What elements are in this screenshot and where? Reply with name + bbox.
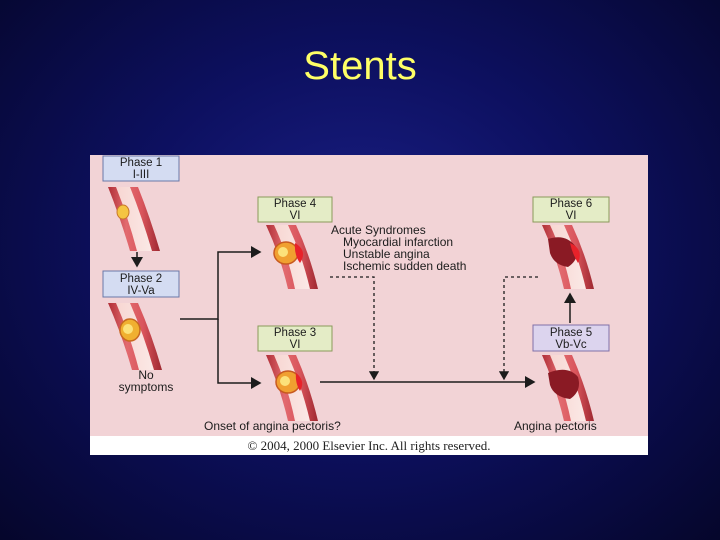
phase-5-name: Phase 5 [550,327,592,339]
copyright-notice: © 2004, 2000 Elsevier Inc. All rights re… [90,436,648,455]
vessel-phase-2 [108,303,162,370]
phase-2-code: IV-Va [127,285,155,297]
no-symptoms-label-line2: symptoms [119,380,174,394]
phase-5-box: Phase 5 Vb-Vc [533,325,609,351]
phase-1-box: Phase 1 I-III [103,156,179,181]
vessel-phase-1 [108,187,160,251]
phase-6-name: Phase 6 [550,198,592,210]
phase-3-box: Phase 3 VI [258,326,332,351]
phase-6-code: VI [566,210,577,222]
vessel-phase-4 [266,225,318,289]
phase-2-name: Phase 2 [120,273,162,285]
acute-item-3: Ischemic sudden death [343,259,466,273]
vessel-phase-6 [542,225,594,289]
onset-angina-label: Onset of angina pectoris? [204,419,341,433]
phase-4-name: Phase 4 [274,198,317,210]
diagram-canvas: Phase 1 I-III Phase 2 IV-Va Phase 4 VI P… [90,155,648,436]
arrow-phase4-to-phase3-dashed [330,277,374,379]
vessel-phase-3 [266,355,318,421]
phase-2-box: Phase 2 IV-Va [103,271,179,297]
arrow-phase2-to-phase3 [218,319,260,383]
phase-4-code: VI [290,210,301,222]
phase-3-code: VI [290,339,301,351]
phase-3-name: Phase 3 [274,327,316,339]
slide-title: Stents [0,44,720,89]
phase-4-box: Phase 4 VI [258,197,332,222]
angina-pectoris-label: Angina pectoris [514,419,597,433]
phase-5-code: Vb-Vc [555,339,587,351]
phase-1-code: I-III [133,169,150,181]
arrow-phase2-to-phase4 [180,252,260,319]
vessel-phase-5 [542,355,594,421]
atherosclerosis-phase-diagram: Phase 1 I-III Phase 2 IV-Va Phase 4 VI P… [90,155,648,455]
phase-1-name: Phase 1 [120,157,162,169]
phase-6-box: Phase 6 VI [533,197,609,222]
